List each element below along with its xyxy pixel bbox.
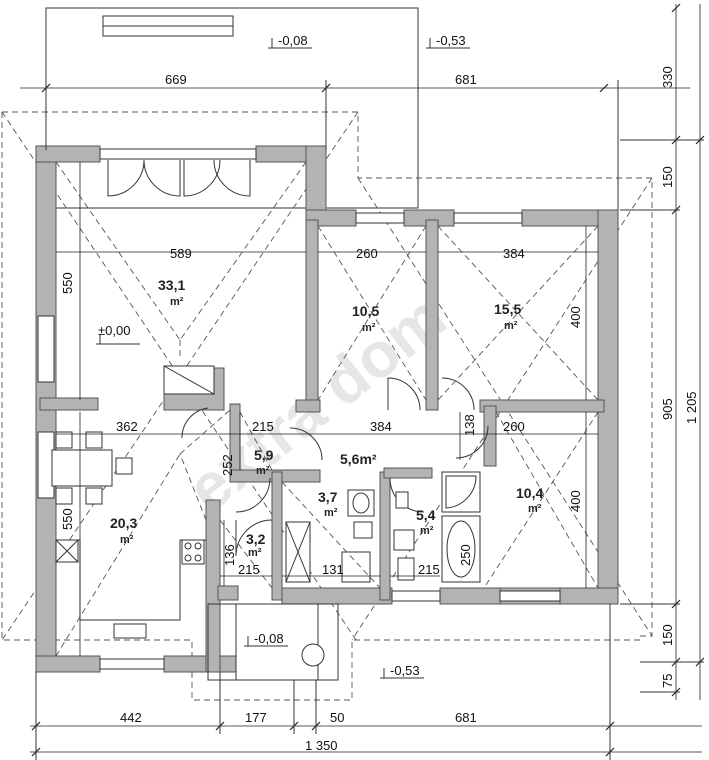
room-bed1-area: 10,5 (352, 303, 379, 319)
room-bed1-unit: m² (362, 322, 376, 334)
right-dim-total: 1 205 (684, 391, 699, 424)
top-terrace (45, 7, 419, 209)
right-dim-2: 150 (660, 166, 675, 188)
room-storage-area: 3,2 (246, 531, 266, 547)
dim-bed2-height: 400 (568, 306, 583, 328)
room-bath-unit: m² (420, 525, 434, 537)
room-storage-unit: m² (248, 547, 262, 559)
bottom-dim-1: 442 (120, 710, 142, 725)
room-bath-area: 5,4 (416, 507, 436, 523)
room-kitchen-unit: m² (120, 534, 134, 546)
dim-bed3-height: 400 (568, 490, 583, 512)
level-floor: ±0,00 (98, 323, 130, 338)
dim-hall-height: 252 (220, 454, 235, 476)
kitchen-fixtures (51, 365, 215, 639)
room-kitchen-area: 20,3 (110, 515, 137, 531)
room-hall-area: 5,9 (254, 447, 274, 463)
entrance-stoop (207, 603, 339, 681)
right-dim-5: 75 (660, 674, 675, 688)
room-bed3-area: 10,4 (516, 485, 543, 501)
room-living-unit: m² (170, 296, 184, 308)
dim-bath-a: 131 (322, 562, 344, 577)
french-doors (107, 159, 251, 197)
bathroom-fixtures (285, 471, 481, 583)
dim-wc-height: 136 (222, 544, 237, 566)
bottom-dim-4: 681 (455, 710, 477, 725)
room-bed2-unit: m² (504, 320, 518, 332)
bottom-dimension (30, 604, 702, 760)
dim-wc-width: 215 (238, 562, 260, 577)
dim-bed3-width: 260 (503, 419, 525, 434)
dim-kitchen-height: 550 (60, 508, 75, 530)
inner-dimension-lines (56, 162, 598, 656)
top-dim-right: 681 (455, 72, 477, 87)
dim-kitchen-width: 362 (116, 419, 138, 434)
bottom-dim-total: 1 350 (305, 738, 338, 753)
top-dimension (20, 80, 690, 210)
bottom-dim-3: 50 (330, 710, 344, 725)
level-top-right: -0,53 (436, 33, 466, 48)
room-bed3-unit: m² (528, 503, 542, 515)
room-living-area: 33,1 (158, 277, 185, 293)
dim-bath-b: 215 (418, 562, 440, 577)
level-top-left: -0,08 (278, 33, 308, 48)
right-dim-4: 150 (660, 624, 675, 646)
right-dimension (620, 3, 705, 700)
level-markers (96, 38, 470, 679)
dim-corridor-width: 384 (370, 419, 392, 434)
dim-bed2-width: 384 (503, 246, 525, 261)
room-corridor-area: 5,6m² (340, 451, 377, 467)
top-dim-left: 669 (165, 72, 187, 87)
dim-bed1-width: 260 (356, 246, 378, 261)
dim-tub: 250 (458, 544, 473, 566)
room-wc-unit: m² (324, 507, 338, 519)
guide-lines (55, 161, 599, 657)
level-entrance: -0,08 (254, 631, 284, 646)
room-bed2-area: 15,5 (494, 301, 521, 317)
right-dim-1: 330 (660, 66, 675, 88)
dim-living-height: 550 (60, 272, 75, 294)
right-dim-3: 905 (660, 398, 675, 420)
room-wc-area: 3,7 (318, 489, 338, 505)
dim-living-width: 589 (170, 246, 192, 261)
bottom-dim-2: 177 (245, 710, 267, 725)
windows (37, 148, 561, 670)
level-outside: -0,53 (390, 663, 420, 678)
room-hall-unit: m² (256, 465, 270, 477)
dim-hall-width: 215 (252, 419, 274, 434)
doors (181, 377, 489, 557)
dim-corridor-small: 138 (462, 414, 477, 436)
